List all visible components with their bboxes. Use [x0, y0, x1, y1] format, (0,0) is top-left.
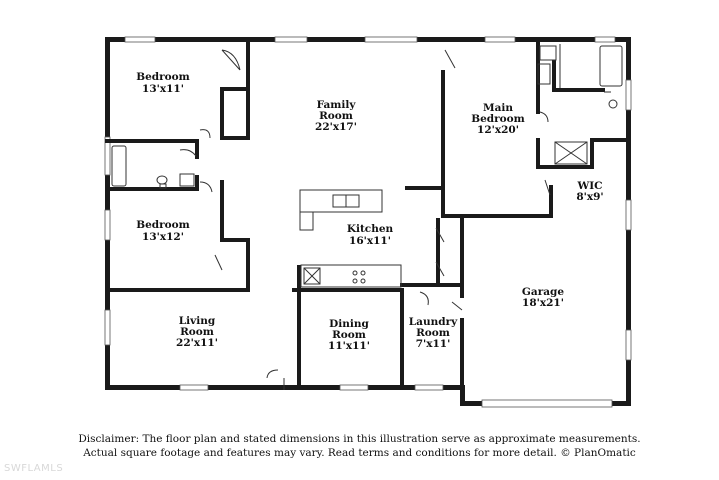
disclaimer-line-2: Actual square footage and features may v…	[83, 447, 636, 459]
label-main-bedroom-line2: Bedroom	[471, 113, 525, 125]
label-garage-size: 18'x21'	[522, 297, 564, 309]
label-kitchen-name: Kitchen	[347, 223, 394, 235]
label-dining-room-line1: Dining	[329, 318, 369, 330]
label-garage-name: Garage	[522, 286, 564, 298]
label-laundry-room-size: 7'x11'	[416, 338, 451, 350]
label-bedroom-1-name: Bedroom	[136, 71, 190, 83]
watermark-text: SWFLAMLS	[4, 463, 64, 474]
interior-walls	[105, 42, 626, 388]
fixtures	[111, 44, 623, 288]
label-wic-name: WIC	[576, 180, 602, 192]
label-main-bedroom-size: 12'x20'	[477, 124, 519, 136]
label-bedroom-1-size: 13'x11'	[142, 83, 184, 95]
label-dining-room-size: 11'x11'	[328, 340, 370, 352]
door-swings	[179, 49, 611, 390]
label-laundry-room-line1: Laundry	[409, 316, 458, 328]
label-kitchen-size: 16'x11'	[349, 235, 391, 247]
room-labels: Bedroom 13'x11' Family Room 22'x17' Main…	[136, 71, 603, 352]
label-wic-size: 8'x9'	[576, 191, 603, 203]
label-bedroom-2-name: Bedroom	[136, 219, 190, 231]
windows	[104, 36, 632, 408]
label-living-room-size: 22'x11'	[176, 337, 218, 349]
label-family-room-line2: Room	[319, 110, 353, 122]
disclaimer-line-1: Disclaimer: The floor plan and stated di…	[78, 433, 641, 445]
label-family-room-line1: Family	[317, 99, 357, 111]
label-laundry-room-line2: Room	[416, 327, 450, 339]
label-dining-room-line2: Room	[332, 329, 366, 341]
label-bedroom-2-size: 13'x12'	[142, 231, 184, 243]
label-main-bedroom-line1: Main	[483, 102, 513, 114]
label-living-room-line1: Living	[179, 315, 216, 327]
label-living-room-line2: Room	[180, 326, 214, 338]
label-family-room-size: 22'x17'	[315, 121, 357, 133]
